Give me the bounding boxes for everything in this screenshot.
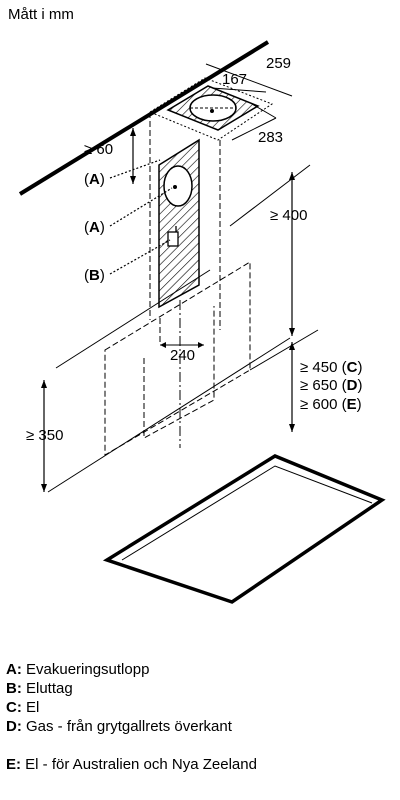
dim-650-d: ≥ 650 (D) xyxy=(300,377,362,394)
legend: A: Evakueringsutlopp B: Eluttag C: El D:… xyxy=(6,660,396,774)
dim-60: ≥ 60 xyxy=(84,141,113,158)
ceiling-line xyxy=(18,40,270,196)
dim-240: 240 xyxy=(170,347,195,364)
dim-400: ≥ 400 xyxy=(270,207,307,224)
legend-row-c: C: El xyxy=(6,699,40,716)
dim-259: 259 xyxy=(266,55,291,72)
dim-450-c: ≥ 450 (C) xyxy=(300,359,362,376)
dim-350: ≥ 350 xyxy=(26,427,63,444)
dim-283: 283 xyxy=(258,129,283,146)
callout-a-upper: (A) xyxy=(84,171,105,188)
legend-row-a: A: Evakueringsutlopp xyxy=(6,661,150,678)
unit-title: Mått i mm xyxy=(8,6,74,23)
dim-600-e: ≥ 600 (E) xyxy=(300,396,362,413)
socket-symbol xyxy=(167,231,179,247)
callout-a-lower: (A) xyxy=(84,219,105,236)
mount-outline-dotted xyxy=(149,77,274,141)
cooktop xyxy=(102,454,386,604)
legend-row-b: B: Eluttag xyxy=(6,680,73,697)
wall-plate-hatched xyxy=(158,138,200,309)
hood-canopy-dashed xyxy=(104,261,251,456)
legend-row-d: D: Gas - från grytgallrets överkant xyxy=(6,718,232,735)
dim-167: 167 xyxy=(222,71,247,88)
legend-row-e: E: El - för Australien och Nya Zeeland xyxy=(6,756,257,773)
callout-b: (B) xyxy=(84,267,105,284)
exhaust-opening-plate xyxy=(163,165,193,207)
